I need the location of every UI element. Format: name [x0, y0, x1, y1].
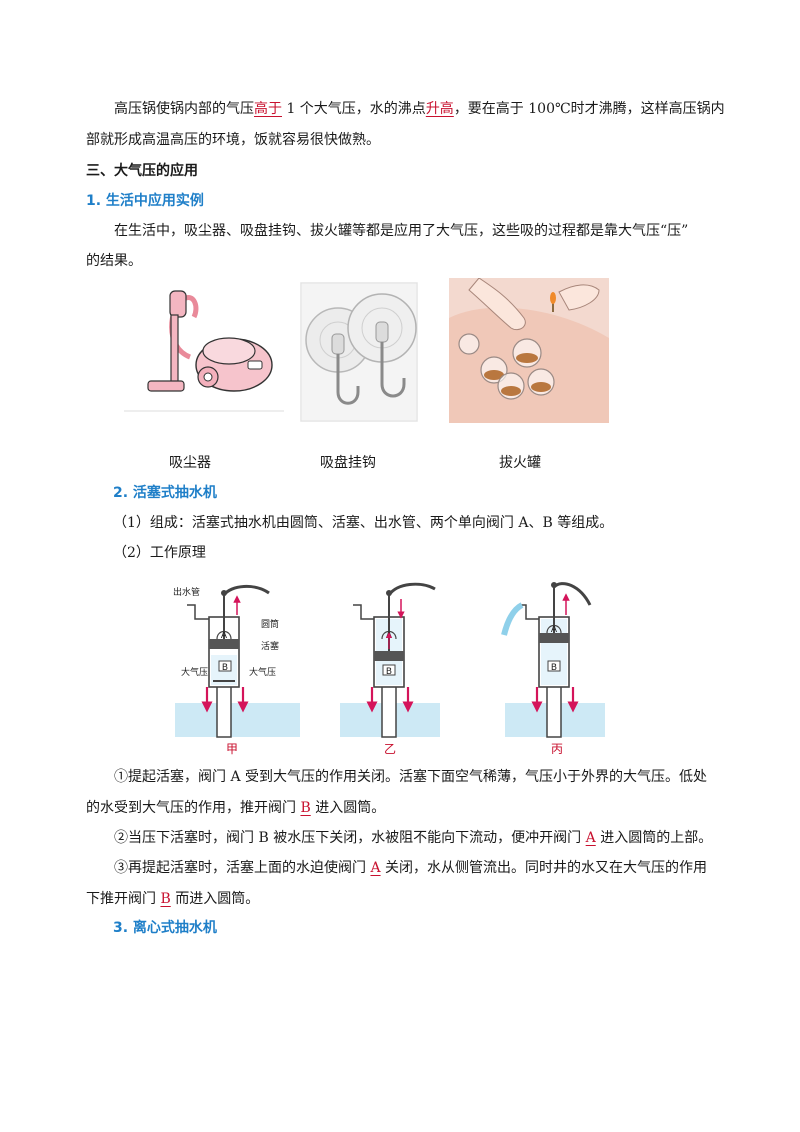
pump-caption-jia: 甲 — [225, 742, 238, 756]
label-atm-left: 大气压 — [181, 666, 208, 678]
pump-caption-bing: 丙 — [550, 742, 563, 756]
pump-diagram-jia: A B 出水管 圆筒 活塞 大气压 大气压 — [173, 585, 300, 738]
piston-pump-diagram: A B 出水管 圆筒 活塞 大气压 大气压 A B — [173, 582, 605, 738]
step3-text-2: 下推开阀门 — [86, 891, 161, 907]
suction-hook-image — [300, 282, 418, 422]
piston-pump-principle: （2）工作原理 — [113, 545, 206, 561]
daily-examples-line1: 在生活中，吸尘器、吸盘挂钩、拔火罐等都是应用了大气压，这些吸的过程都是靠大气压“… — [114, 223, 689, 239]
subheading-piston-pump: 2. 活塞式抽水机 — [113, 485, 217, 501]
answer-rise: 升高 — [425, 101, 454, 117]
step3-text-mid: 关闭，水从侧管流出。同时井的水又在大气压的作用 — [380, 860, 708, 876]
valve-a-label: A — [551, 625, 558, 635]
answer-valve-b-2: B — [160, 891, 171, 907]
para1-text-1: 高压锅使锅内部的气压 — [114, 101, 254, 117]
label-piston: 活塞 — [261, 640, 279, 652]
fire-cupping-image — [449, 278, 609, 423]
step3-text-end: 而进入圆筒。 — [170, 891, 260, 907]
pressure-cooker-paragraph-line1: 高压锅使锅内部的气压高于 1 个大气压，水的沸点升高，要在高于 100℃时才沸腾… — [86, 94, 725, 125]
step2-text-end: 进入圆筒的上部。 — [595, 830, 713, 846]
subheading-centrifugal-pump: 3. 离心式抽水机 — [113, 920, 217, 936]
valve-a-label: A — [221, 631, 228, 641]
step2-line: ②当压下活塞时，阀门 B 被水压下关闭，水被阻不能向下流动，便冲开阀门 A 进入… — [86, 823, 716, 854]
step3-line1: ③再提起活塞时，活塞上面的水迫使阀门 A 关闭，水从侧管流出。同时井的水又在大气… — [86, 853, 716, 884]
subheading-daily-examples: 1. 生活中应用实例 — [86, 193, 204, 209]
valve-b-label: B — [386, 667, 392, 677]
step1-text: 的水受到大气压的作用，推开阀门 — [86, 800, 301, 816]
answer-valve-b: B — [300, 800, 311, 816]
pump-diagram-yi: A B — [340, 582, 440, 738]
section-heading: 三、大气压的应用 — [86, 163, 198, 179]
label-atm-right: 大气压 — [249, 666, 276, 678]
answer-valve-a-2: A — [370, 860, 381, 876]
vacuum-cleaner-image — [124, 277, 284, 413]
valve-b-label: B — [222, 663, 228, 673]
para1-text-2: 1 个大气压，水的沸点 — [282, 101, 426, 117]
step2-text: ②当压下活塞时，阀门 B 被水压下关闭，水被阻不能向下流动，便冲开阀门 — [114, 830, 586, 846]
step3-text: ③再提起活塞时，活塞上面的水迫使阀门 — [114, 860, 371, 876]
daily-examples-line2: 的结果。 — [86, 253, 142, 269]
pressure-cooker-paragraph-line2: 部就形成高温高压的环境，饭就容易很快做熟。 — [86, 132, 380, 148]
caption-vacuum-cleaner: 吸尘器 — [169, 455, 211, 471]
answer-valve-a: A — [585, 830, 596, 846]
step1-line2: 的水受到大气压的作用，推开阀门 B 进入圆筒。 — [86, 793, 716, 824]
caption-fire-cupping: 拔火罐 — [499, 455, 541, 471]
step1-line1: ①提起活塞，阀门 A 受到大气压的作用关闭。活塞下面空气稀薄，气压小于外界的大气… — [114, 769, 708, 785]
step1-text-end: 进入圆筒。 — [310, 800, 386, 816]
pump-diagram-bing: A B — [501, 582, 605, 738]
caption-suction-hook: 吸盘挂钩 — [320, 455, 376, 471]
valve-b-label: B — [551, 663, 557, 673]
label-outlet: 出水管 — [173, 586, 200, 598]
step3-line2: 下推开阀门 B 而进入圆筒。 — [86, 884, 716, 915]
piston-pump-composition: （1）组成：活塞式抽水机由圆筒、活塞、出水管、两个单向阀门 A、B 等组成。 — [113, 515, 614, 531]
label-cylinder: 圆筒 — [261, 618, 279, 630]
pump-caption-yi: 乙 — [383, 742, 396, 756]
para1-text-3: ，要在高于 100℃时才沸腾，这样高压锅内 — [453, 101, 725, 117]
answer-higher: 高于 — [254, 101, 282, 117]
